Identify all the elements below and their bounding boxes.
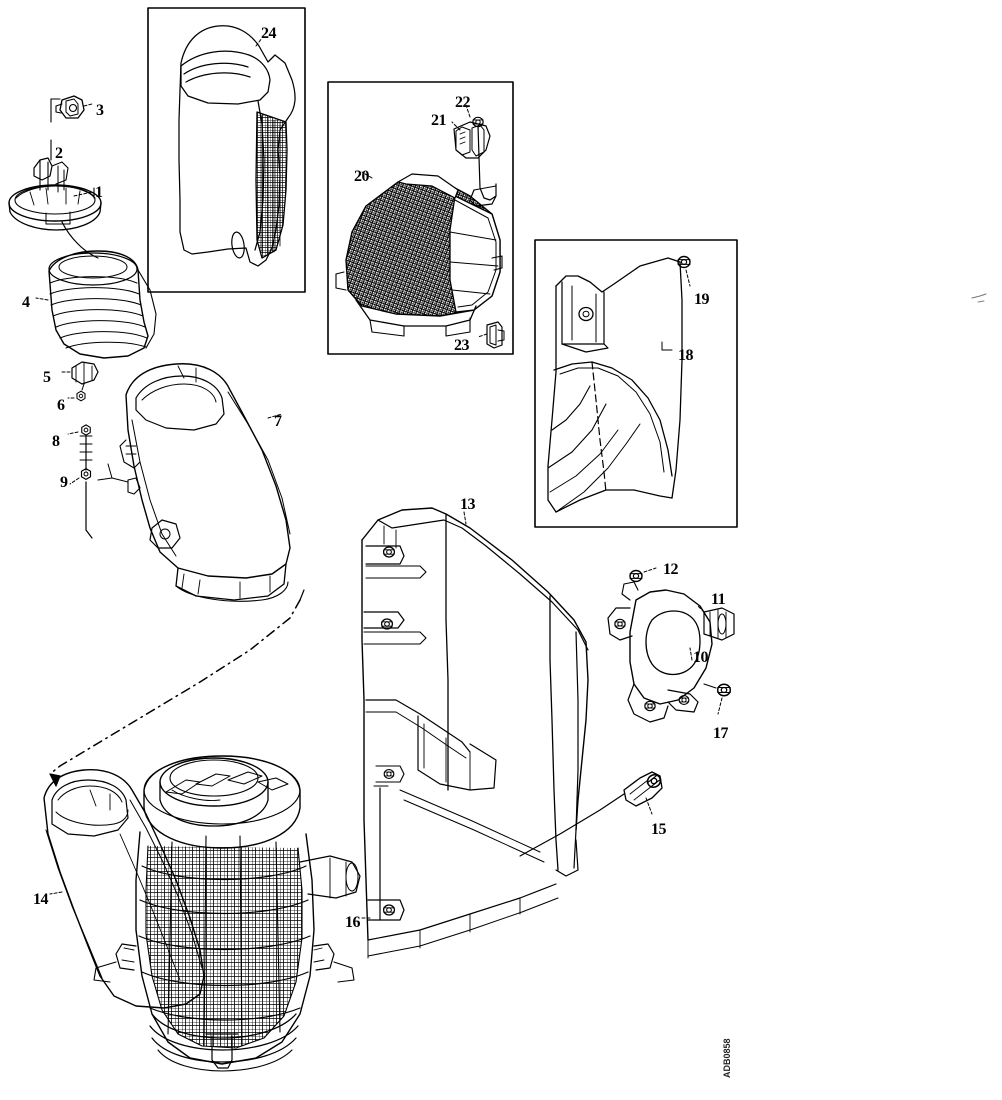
callout-8[interactable]: 8 [52,433,60,450]
callout-3[interactable]: 3 [96,102,104,119]
callout-23[interactable]: 23 [454,337,470,354]
callout-17[interactable]: 17 [713,725,729,742]
inset-clip-23 [477,321,505,349]
callout-7[interactable]: 7 [274,413,282,430]
part-4-bellows-hose [35,250,157,359]
callout-18[interactable]: 18 [678,347,694,364]
inset-filter-element-20 [335,171,503,337]
part-13-main-bracket [361,507,589,959]
inset-box-upper-left [147,7,306,293]
callout-9[interactable]: 9 [60,474,68,491]
callout-11[interactable]: 11 [711,591,726,608]
air-cleaner-body [93,755,361,1072]
callout-24[interactable]: 24 [261,25,277,42]
callout-13[interactable]: 13 [460,496,476,513]
part-7-outlet-duct [97,363,291,602]
callout-12[interactable]: 12 [663,561,679,578]
callout-6[interactable]: 6 [57,397,65,414]
drawing-number-watermark: ADB0858 [722,1038,732,1078]
callout-22[interactable]: 22 [455,94,471,111]
callout-5[interactable]: 5 [43,369,51,386]
callout-14[interactable]: 14 [33,891,49,908]
part-1-2-cap-assembly [8,157,102,259]
inset-box-center [327,81,514,355]
callout-2[interactable]: 2 [55,145,63,162]
callout-4[interactable]: 4 [22,294,30,311]
inset-box-right [534,239,738,528]
callout-19[interactable]: 19 [694,291,710,308]
callout-20[interactable]: 20 [354,168,370,185]
part-10-11-12-17-clamp [607,567,735,723]
part-5-6-8-9-fasteners [61,361,99,539]
part-16-leader [361,785,389,921]
callout-1[interactable]: 1 [95,184,103,201]
assembly-line-7-14 [49,599,301,775]
part-3-sensor [50,95,93,161]
part-15-long-bolt [519,771,664,857]
callout-15[interactable]: 15 [651,821,667,838]
callout-21[interactable]: 21 [431,112,447,129]
callout-16[interactable]: 16 [345,914,361,931]
callout-10[interactable]: 10 [693,649,709,666]
